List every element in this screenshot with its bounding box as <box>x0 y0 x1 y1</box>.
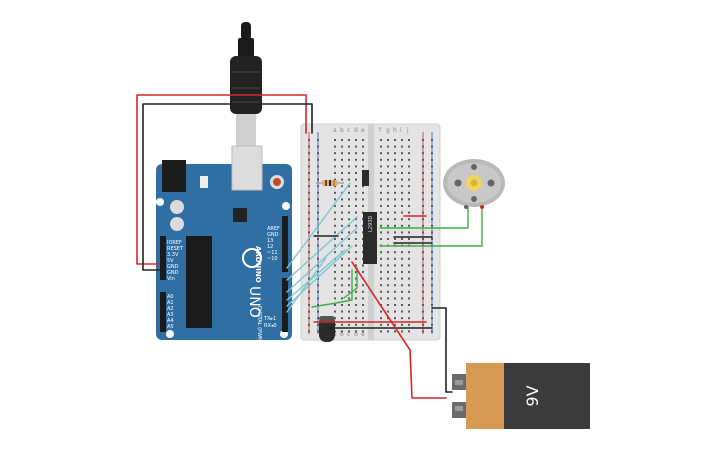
rx-label: RX◂0 <box>264 323 277 329</box>
wire-signal <box>286 257 327 313</box>
column-label: d <box>354 331 358 338</box>
column-label: f <box>379 127 382 134</box>
chip-label: L293D <box>368 216 374 232</box>
column-label: b <box>340 331 344 338</box>
tx-label: TX▸1 <box>263 316 276 322</box>
digital-pin-label: AREF <box>267 226 280 232</box>
column-label: c <box>347 331 350 338</box>
battery-9v[interactable]: 9V <box>452 363 590 429</box>
digital-header-label: DIGITAL (PWM~) <box>256 306 262 348</box>
analog-pin-label: A4 <box>167 318 174 324</box>
wire-signal <box>286 249 346 301</box>
wire-motor <box>379 206 483 247</box>
analog-pin-label: A0 <box>167 294 174 300</box>
resistor[interactable] <box>316 180 344 186</box>
wire-green <box>343 267 358 299</box>
column-label: d <box>354 127 358 134</box>
power-pin-label: 3.3V <box>167 252 179 258</box>
analog-pin-label: A2 <box>167 306 174 312</box>
wire-gnd <box>142 103 313 271</box>
battery-body <box>504 363 590 429</box>
dc-jack <box>162 160 186 192</box>
arduino-uno-board[interactable]: IOREF RESET 3.3V 5V GND GND Vin A0 A1 A2… <box>156 145 292 348</box>
analog-pin-label: A5 <box>167 324 174 330</box>
digital-pin-label: 13 <box>267 238 273 244</box>
wire-battery-positive <box>351 261 447 399</box>
power-pin-label: GND <box>167 270 179 276</box>
analog-pin-label: A3 <box>167 312 174 318</box>
digital-pin-label: ~10 <box>267 256 278 262</box>
battery-cap <box>466 363 504 429</box>
usb-port <box>231 145 263 191</box>
wire-signal <box>286 216 358 281</box>
digital-pin-label: GND <box>267 232 279 238</box>
slide-switch[interactable] <box>362 170 369 186</box>
power-pin-label: 5V <box>167 258 174 264</box>
column-label: j <box>406 127 409 134</box>
dc-motor[interactable] <box>443 159 505 209</box>
column-label: c <box>347 127 350 134</box>
model-label: UNO <box>246 286 262 318</box>
analog-pin-label: A1 <box>167 300 174 306</box>
column-label: i <box>400 127 402 134</box>
column-label: b <box>340 127 344 134</box>
power-pin-label: IOREF <box>167 240 182 246</box>
power-pin-label: Vin <box>167 276 175 282</box>
wire-motor <box>379 206 469 229</box>
column-label: h <box>393 127 397 134</box>
l293d-chip[interactable]: L293D <box>363 212 377 264</box>
wire-battery-negative <box>431 307 453 393</box>
wires <box>136 94 483 399</box>
capacitor[interactable] <box>319 316 335 342</box>
wire-signal <box>286 227 358 293</box>
column-label: a <box>333 127 337 134</box>
wire-green <box>330 269 353 305</box>
wire-signal <box>286 182 351 269</box>
battery-label: 9V <box>523 385 542 406</box>
arduino-logo-icon <box>242 248 262 268</box>
power-pin-label: RESET <box>167 246 184 252</box>
wire-5v <box>136 94 307 265</box>
column-label: g <box>386 127 390 134</box>
column-label: e <box>361 331 365 338</box>
power-pin-label: GND <box>167 264 179 270</box>
atmega-chip <box>186 236 212 328</box>
column-label: e <box>361 127 365 134</box>
digital-pin-label: ~11 <box>267 250 278 256</box>
wire-green <box>311 303 331 308</box>
digital-pin-label: 12 <box>267 244 273 250</box>
